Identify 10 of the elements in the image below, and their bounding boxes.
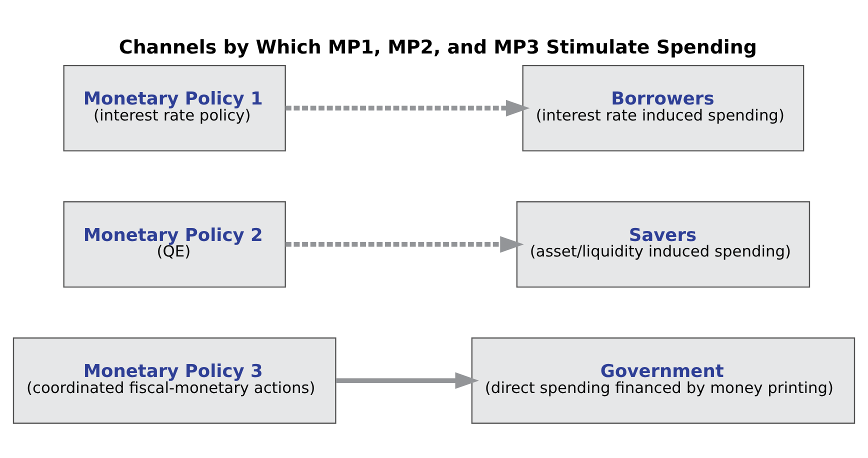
arrow bbox=[286, 236, 524, 253]
node-box: Monetary Policy 3 (coordinated fiscal-monetary actions) bbox=[12, 337, 336, 424]
node-box: Monetary Policy 1 (interest rate policy) bbox=[63, 64, 286, 152]
node-box: Borrowers (interest rate induced spending) bbox=[522, 64, 804, 152]
arrow bbox=[336, 372, 479, 389]
diagram-title: Channels by Which MP1, MP2, and MP3 Stimulate Spending bbox=[118, 36, 757, 58]
node-box: Government (direct spending financed by money printing) bbox=[471, 337, 856, 424]
arrow bbox=[286, 100, 530, 116]
node-box: Savers (asset/liquidity induced spending) bbox=[516, 201, 810, 288]
node-box: Monetary Policy 2 (QE) bbox=[63, 201, 286, 288]
